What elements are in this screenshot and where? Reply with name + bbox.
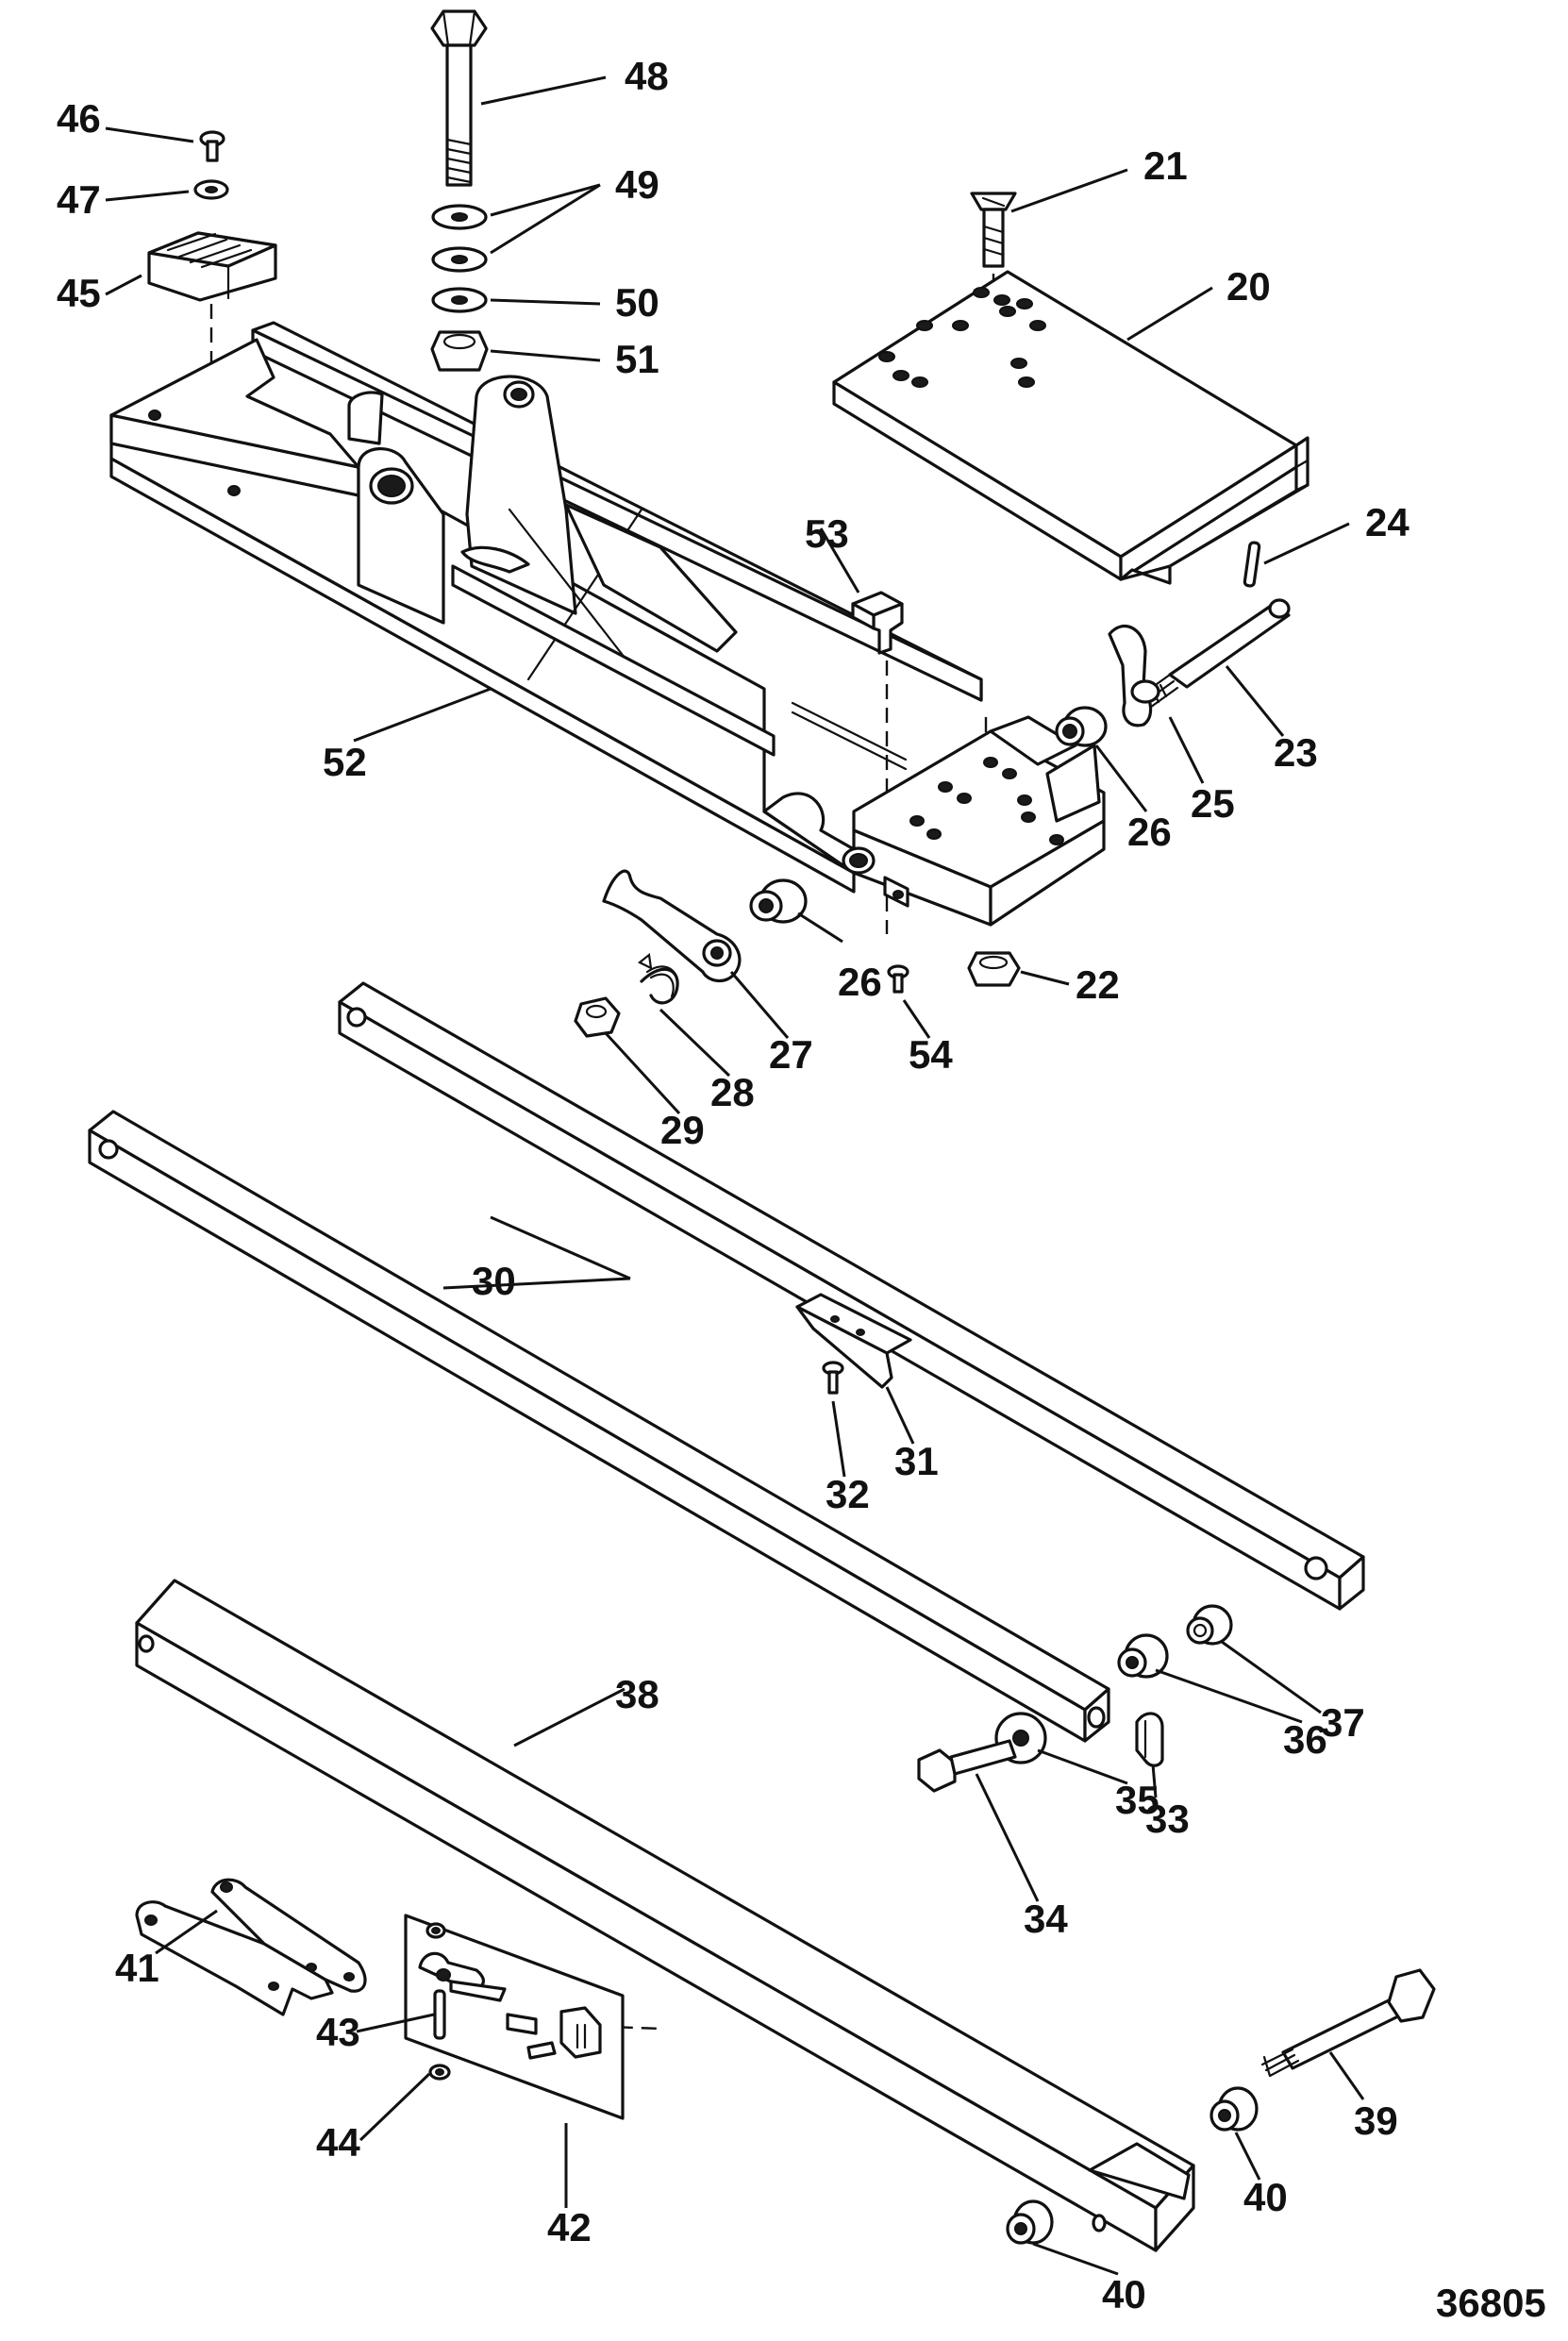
callout-26-upper: 26 bbox=[1127, 810, 1172, 854]
callout-39: 39 bbox=[1354, 2099, 1398, 2143]
callout-38: 38 bbox=[615, 1672, 659, 1716]
part-53-tab bbox=[851, 591, 904, 655]
callout-49: 49 bbox=[615, 162, 659, 207]
callout-24: 24 bbox=[1365, 500, 1410, 544]
part-31-clip bbox=[795, 1293, 912, 1389]
callout-48: 48 bbox=[625, 54, 669, 98]
part-54-screw bbox=[887, 964, 909, 994]
part-33-cam bbox=[1135, 1712, 1164, 1767]
callout-41: 41 bbox=[115, 1946, 159, 1990]
part-23-pin bbox=[1138, 598, 1291, 711]
part-52-bracket bbox=[109, 321, 1106, 927]
leader-lines bbox=[105, 75, 1365, 2276]
part-48-bolt bbox=[430, 9, 488, 187]
callout-40-bottom: 40 bbox=[1102, 2272, 1146, 2316]
part-41-bracket bbox=[135, 1878, 367, 2016]
part-22-nut bbox=[967, 951, 1021, 987]
callout-50: 50 bbox=[615, 280, 659, 325]
callout-32: 32 bbox=[826, 1472, 870, 1516]
callout-23: 23 bbox=[1274, 730, 1318, 775]
part-49-washers bbox=[431, 204, 488, 273]
callout-43: 43 bbox=[316, 2010, 360, 2054]
figure-number: 36805 bbox=[1436, 2281, 1546, 2325]
callout-22: 22 bbox=[1076, 962, 1120, 1007]
callout-44: 44 bbox=[316, 2120, 360, 2165]
callout-51: 51 bbox=[615, 337, 659, 381]
part-39-bolt bbox=[1260, 1968, 1436, 2078]
part-38-channel bbox=[135, 1579, 1195, 2252]
plate-holes bbox=[878, 287, 1046, 388]
part-45-pad bbox=[147, 231, 277, 302]
part-26-bushing-lower bbox=[749, 878, 808, 924]
callout-labels: 48 46 47 45 49 50 51 21 20 24 23 25 26 2… bbox=[57, 54, 1410, 2316]
part-47-washer bbox=[193, 179, 229, 200]
block-holes bbox=[909, 757, 1064, 845]
callout-20: 20 bbox=[1226, 264, 1271, 309]
part-28-spring bbox=[637, 952, 679, 1005]
part-50-washer bbox=[431, 287, 488, 313]
part-27-latch bbox=[602, 869, 742, 982]
callout-37: 37 bbox=[1321, 1700, 1365, 1745]
callout-29: 29 bbox=[660, 1108, 705, 1152]
callout-31: 31 bbox=[894, 1439, 939, 1483]
callout-47: 47 bbox=[57, 177, 101, 222]
callout-46: 46 bbox=[57, 96, 101, 141]
part-24-pin bbox=[1243, 541, 1261, 588]
part-44-washer bbox=[428, 2064, 451, 2081]
callout-33: 33 bbox=[1145, 1797, 1190, 1841]
callout-27: 27 bbox=[769, 1032, 813, 1077]
part-20-plate bbox=[832, 270, 1309, 585]
part-36-collar bbox=[1117, 1633, 1169, 1679]
callout-36: 36 bbox=[1283, 1717, 1327, 1762]
callout-28: 28 bbox=[710, 1070, 755, 1114]
callout-40-right: 40 bbox=[1243, 2175, 1288, 2219]
part-42-kit bbox=[404, 1914, 625, 2120]
callout-30: 30 bbox=[472, 1259, 516, 1303]
callout-34: 34 bbox=[1024, 1897, 1068, 1941]
callout-45: 45 bbox=[57, 271, 101, 315]
callout-35: 35 bbox=[1115, 1778, 1159, 1822]
part-29-nut bbox=[574, 996, 621, 1038]
callout-52: 52 bbox=[323, 740, 367, 784]
callout-25: 25 bbox=[1191, 781, 1235, 826]
part-26-bushing-upper bbox=[1055, 706, 1108, 747]
part-51-nut bbox=[430, 330, 489, 372]
callout-21: 21 bbox=[1143, 143, 1188, 188]
part-21-screw bbox=[970, 192, 1017, 268]
part-30-arm-lower bbox=[88, 1110, 1110, 1743]
callout-26-lower: 26 bbox=[838, 960, 882, 1004]
part-43-pin bbox=[433, 1989, 446, 2040]
part-40-collar-right bbox=[1209, 2086, 1259, 2132]
part-37-bushing bbox=[1186, 1604, 1233, 1646]
part-25-wing bbox=[1108, 624, 1160, 727]
part-40-collar-bottom bbox=[1006, 2199, 1054, 2245]
callout-54: 54 bbox=[909, 1032, 953, 1077]
callout-42: 42 bbox=[547, 2205, 592, 2249]
callout-53: 53 bbox=[805, 511, 849, 556]
part-46-screw bbox=[199, 130, 225, 162]
part-34-bolt bbox=[917, 1739, 1017, 1793]
part-32-screw bbox=[822, 1361, 844, 1395]
